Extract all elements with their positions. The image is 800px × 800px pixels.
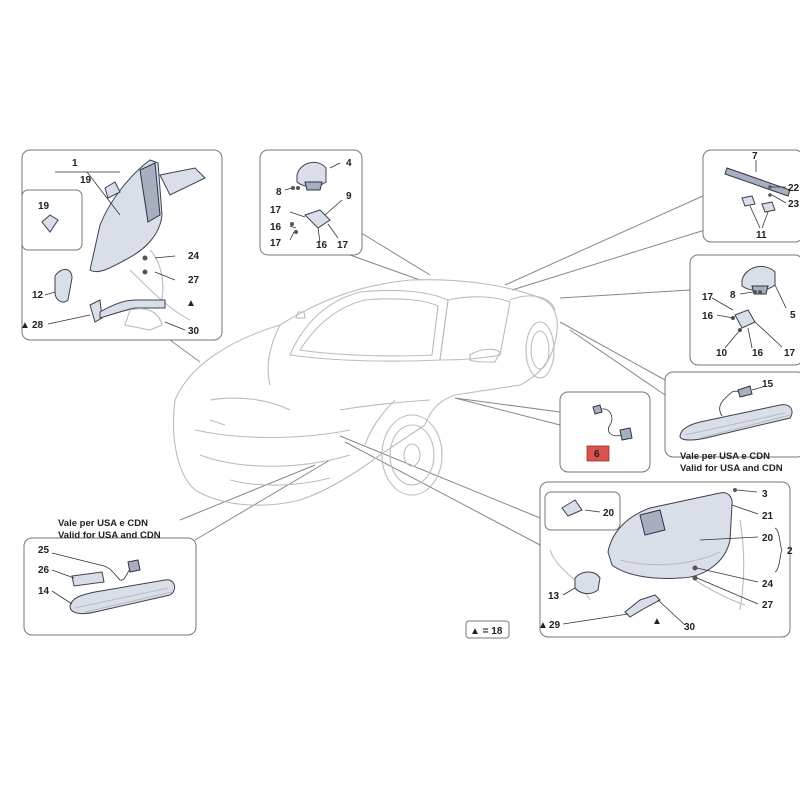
callout-6: 6 (594, 449, 600, 460)
callout-29: 29 (549, 620, 561, 631)
callout-8: 8 (276, 187, 282, 198)
callout-30: 30 (684, 622, 696, 633)
callout-20: 20 (603, 508, 615, 519)
box-side-marker-right (664, 371, 800, 458)
callout-4: 4 (346, 158, 352, 169)
usa-note-italian: Vale per USA e CDN (58, 518, 148, 529)
usa-note-english: Valid for USA and CDN (58, 530, 161, 541)
callout-27: 27 (762, 600, 774, 611)
callout-13: 13 (548, 591, 560, 602)
box-headlight-right (539, 481, 791, 638)
callout-21: 21 (762, 511, 774, 522)
callout-17: 17 (784, 348, 796, 359)
callout-25: 25 (38, 545, 50, 556)
legend-box (465, 620, 510, 639)
usa-note-italian: Vale per USA e CDN (680, 451, 770, 462)
callout-17: 17 (270, 205, 282, 216)
callout-15: 15 (762, 379, 774, 390)
callout-1: 1 (72, 158, 78, 169)
callout-12: 12 (32, 290, 44, 301)
box-brake-light (702, 149, 800, 243)
callout-23: 23 (788, 199, 800, 210)
callout-30: 30 (188, 326, 200, 337)
box-harness (559, 391, 651, 473)
triangle-marker: ▲ (186, 298, 196, 309)
callout-24: 24 (762, 579, 774, 590)
callout-16: 16 (752, 348, 764, 359)
callout-9: 9 (346, 191, 352, 202)
callout-22: 22 (788, 183, 800, 194)
callout-17: 17 (702, 292, 714, 303)
connector-lines (169, 194, 706, 546)
callout-19: 19 (80, 175, 92, 186)
callout-14: 14 (38, 586, 50, 597)
callout-24: 24 (188, 251, 200, 262)
usa-note-english: Valid for USA and CDN (680, 463, 783, 474)
box-side-marker-left (23, 537, 197, 636)
callout-8: 8 (730, 290, 736, 301)
callout-20: 20 (762, 533, 774, 544)
callout-17: 17 (337, 240, 349, 251)
callout-11: 11 (756, 230, 767, 241)
car-outline (172, 279, 558, 506)
box-sensor-center (259, 149, 363, 256)
triangle-marker: ▲ (538, 620, 548, 631)
box-sensor-right (689, 254, 800, 366)
callout-5: 5 (790, 310, 796, 321)
legend-text: ▲ = 18 (470, 626, 503, 637)
triangle-marker: ▲ (652, 616, 662, 627)
callout-16: 16 (270, 222, 282, 233)
callout-16: 16 (316, 240, 328, 251)
callout-27: 27 (188, 275, 200, 286)
callout-19: 19 (38, 201, 50, 212)
callout-3: 3 (762, 489, 768, 500)
callout-10: 10 (716, 348, 728, 359)
callout-7: 7 (752, 151, 758, 162)
callout-2: 2 (787, 546, 793, 557)
box-headlight-left (21, 149, 223, 341)
callout-16: 16 (702, 311, 714, 322)
callout-17: 17 (270, 238, 282, 249)
callout-28: 28 (32, 320, 44, 331)
callout-26: 26 (38, 565, 50, 576)
highlight-badge (586, 445, 610, 462)
triangle-marker: ▲ (20, 320, 30, 331)
